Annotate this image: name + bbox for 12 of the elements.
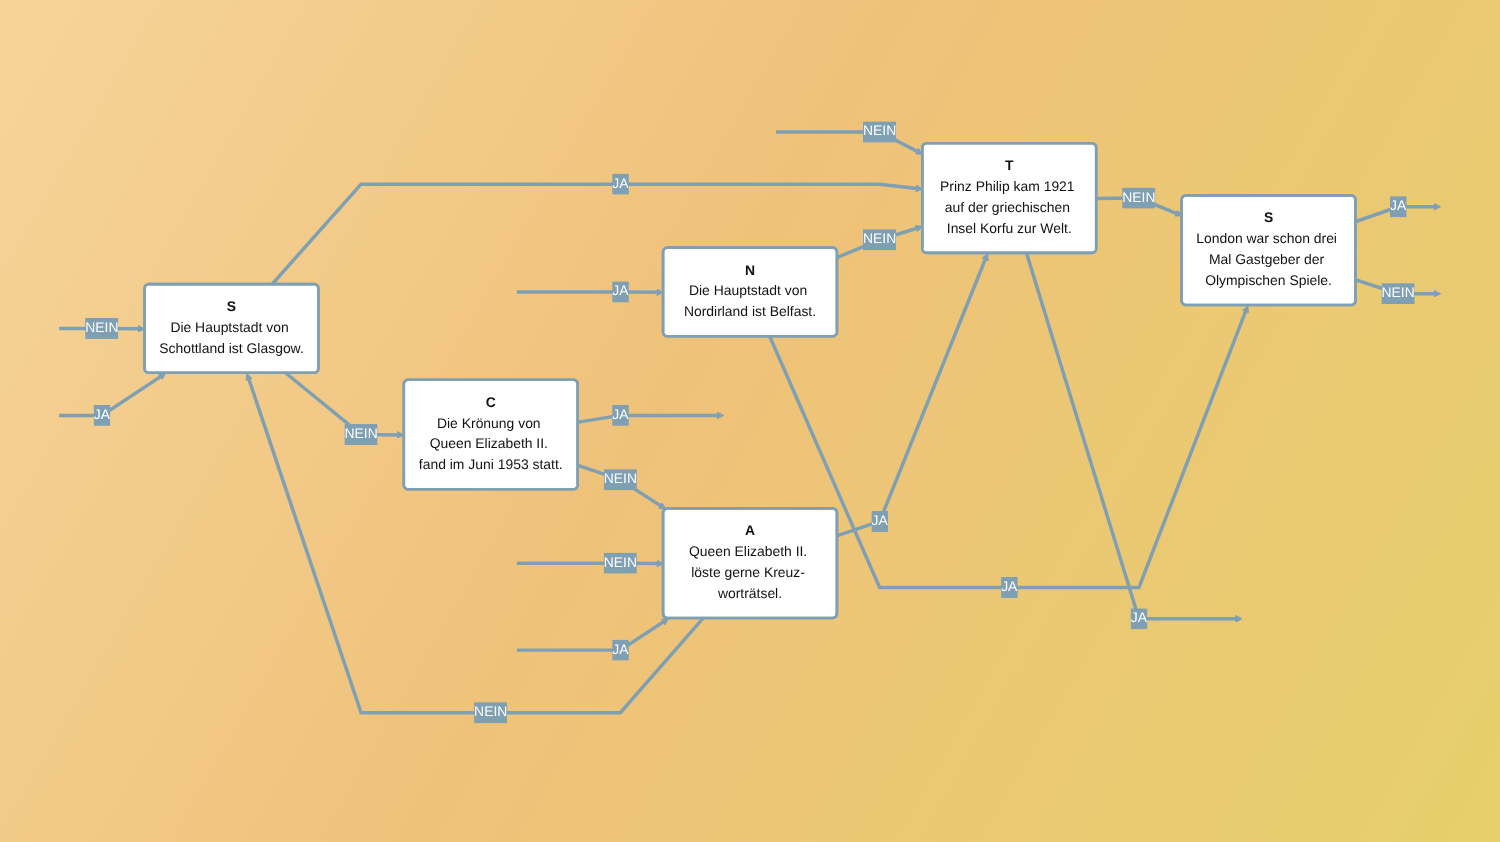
arrow — [1024, 252, 1243, 623]
arrow — [270, 182, 924, 286]
arrow — [768, 305, 1249, 590]
arrow — [836, 224, 924, 259]
arrow — [59, 372, 167, 418]
arrow — [1355, 202, 1442, 224]
arrow — [516, 617, 670, 652]
arrow — [776, 130, 924, 155]
arrow — [516, 288, 664, 297]
arrow — [577, 463, 667, 510]
arrow — [836, 252, 989, 538]
arrow — [577, 411, 725, 424]
